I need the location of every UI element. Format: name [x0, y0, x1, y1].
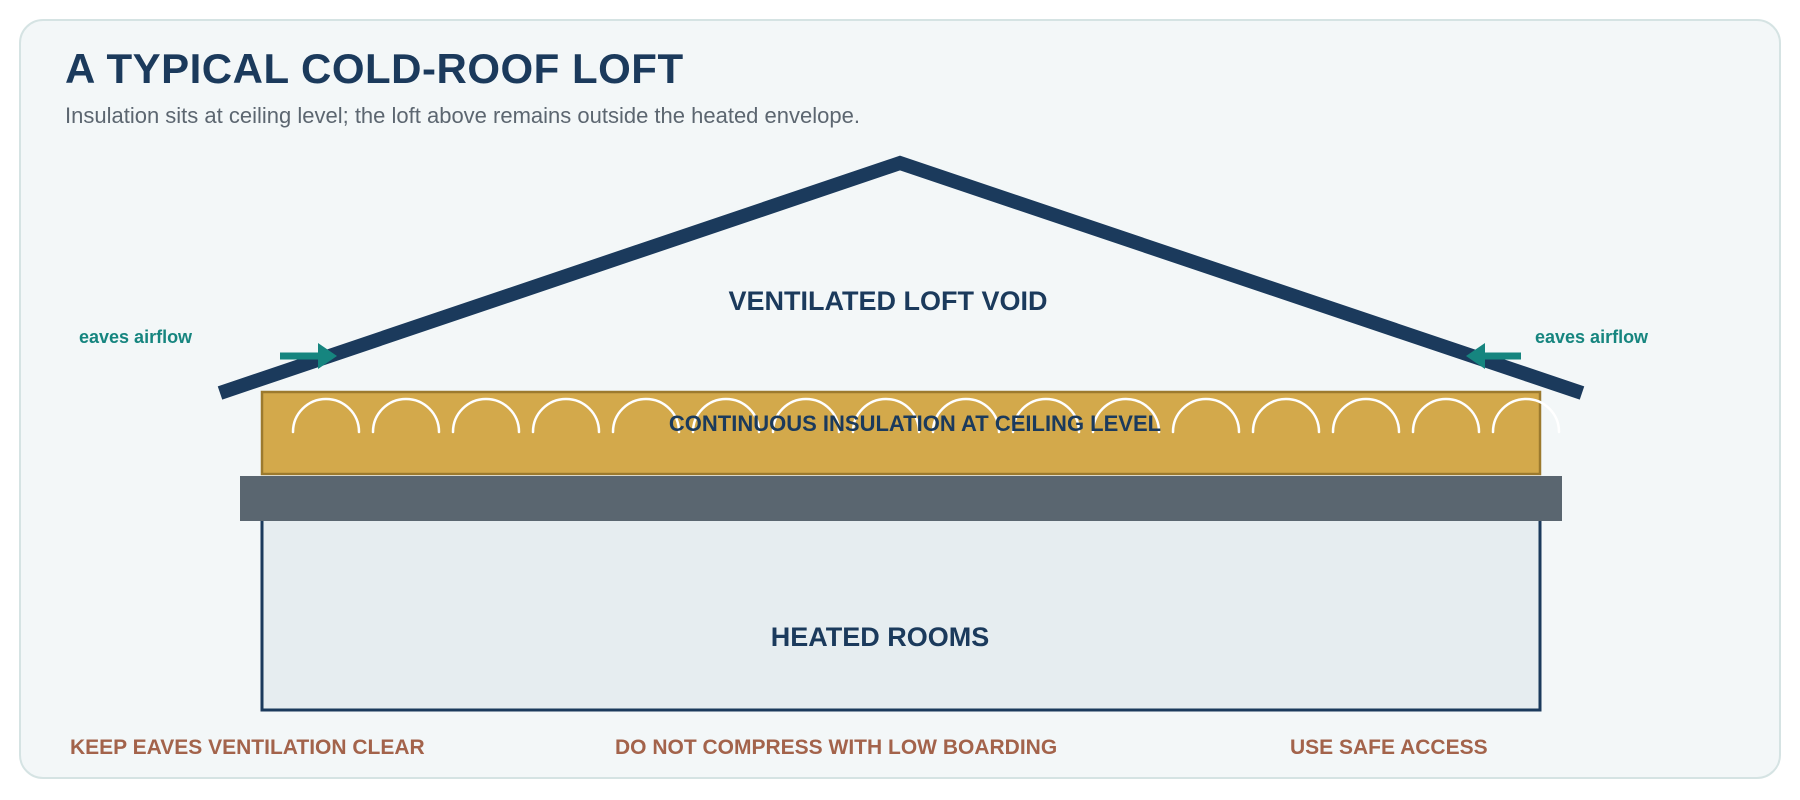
tip-eaves-ventilation: KEEP EAVES VENTILATION CLEAR — [70, 736, 425, 759]
insulation-arc — [851, 397, 921, 434]
insulation-arc — [451, 397, 521, 434]
insulation-arc — [1011, 397, 1081, 434]
insulation-texture — [291, 397, 1561, 434]
ceiling-slab — [240, 476, 1562, 521]
insulation-arc — [1331, 397, 1401, 434]
heated-rooms-box — [260, 513, 1542, 712]
airflow-arrow-left — [280, 343, 337, 369]
roof-line — [217, 155, 1585, 400]
insulation-arc — [1411, 397, 1481, 434]
insulation-arc — [371, 397, 441, 434]
insulation-arc — [691, 397, 761, 434]
page-subtitle: Insulation sits at ceiling level; the lo… — [65, 103, 860, 128]
insulation-arc — [771, 397, 841, 434]
airflow-label-left: eaves airflow — [79, 327, 193, 347]
insulation-arc — [931, 397, 1001, 434]
insulation-layer — [260, 390, 1542, 476]
insulation-arc — [291, 397, 361, 434]
insulation-arc — [1251, 397, 1321, 434]
airflow-arrow-right — [1466, 343, 1521, 369]
insulation-arc — [1491, 397, 1561, 434]
heated-rooms-label: HEATED ROOMS — [771, 622, 990, 652]
insulation-arc — [1091, 397, 1161, 434]
insulation-arc — [1171, 397, 1241, 434]
loft-void-label: VENTILATED LOFT VOID — [729, 286, 1048, 316]
airflow-label-right: eaves airflow — [1535, 327, 1649, 347]
insulation-label: CONTINUOUS INSULATION AT CEILING LEVEL — [669, 411, 1161, 436]
page-title: A TYPICAL COLD-ROOF LOFT — [65, 45, 684, 92]
tip-safe-access: USE SAFE ACCESS — [1290, 736, 1488, 759]
tip-no-compression: DO NOT COMPRESS WITH LOW BOARDING — [615, 736, 1058, 759]
insulation-arc — [531, 397, 601, 434]
insulation-arc — [611, 397, 681, 434]
